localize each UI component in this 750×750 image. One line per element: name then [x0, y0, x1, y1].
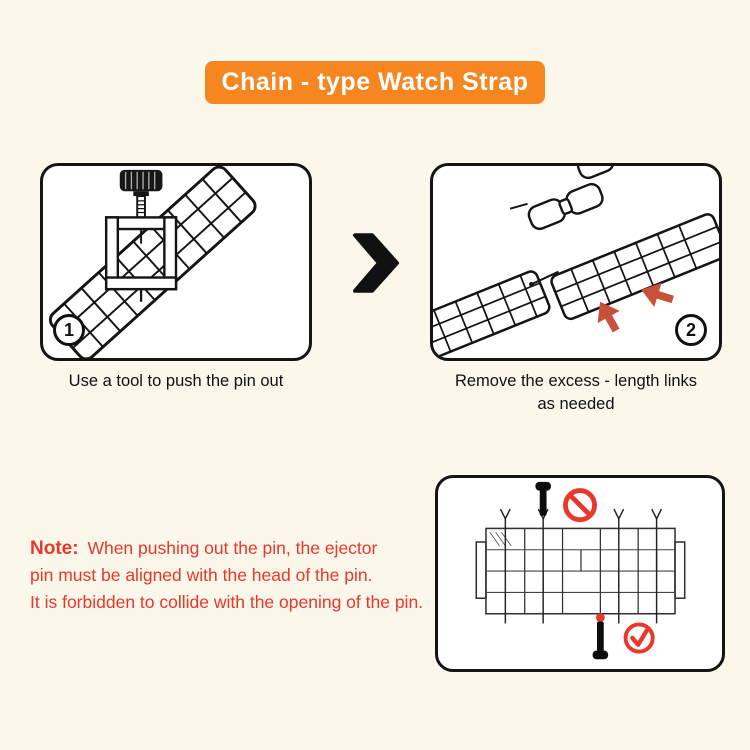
step2-caption-line2: as needed	[537, 395, 615, 414]
note-line: Note: When pushing out the pin, the ejec…	[30, 535, 470, 562]
red-arrow-icon	[641, 282, 674, 307]
ejector-pin-bottom	[592, 621, 609, 660]
pin-alignment-illustration	[475, 481, 686, 660]
title-banner: Chain - type Watch Strap	[205, 61, 545, 104]
step1-number-badge: 1	[53, 314, 85, 346]
ejector-pin-top	[535, 481, 551, 516]
step2-panel: 2	[430, 163, 722, 361]
step2-caption-line1: Remove the excess - length links	[454, 372, 698, 390]
step1-panel: 1	[40, 163, 312, 361]
note-line2: pin must be aligned with the head of the…	[30, 565, 373, 585]
note-text: Note: When pushing out the pin, the ejec…	[30, 535, 470, 616]
step1-caption: Use a tool to push the pin out	[68, 372, 284, 390]
pin-removal-tool-illustration	[48, 166, 257, 358]
tool-knob	[119, 169, 163, 197]
step2-number-badge: 2	[675, 314, 707, 346]
note-line3: It is forbidden to collide with the open…	[30, 592, 424, 612]
check-icon	[623, 622, 655, 654]
red-arrow-icon	[597, 301, 620, 333]
alignment-point-dot	[595, 613, 605, 622]
prohibition-icon	[563, 488, 597, 523]
pin-alignment-panel	[435, 475, 725, 672]
chevron-right-icon	[352, 233, 400, 293]
step2-caption: Remove the excess - length links as need…	[424, 370, 728, 416]
note-line1: When pushing out the pin, the ejector	[87, 538, 378, 558]
note-label: Note:	[30, 538, 79, 559]
separated-links-illustration	[433, 166, 719, 358]
page-title: Chain - type Watch Strap	[221, 68, 529, 96]
